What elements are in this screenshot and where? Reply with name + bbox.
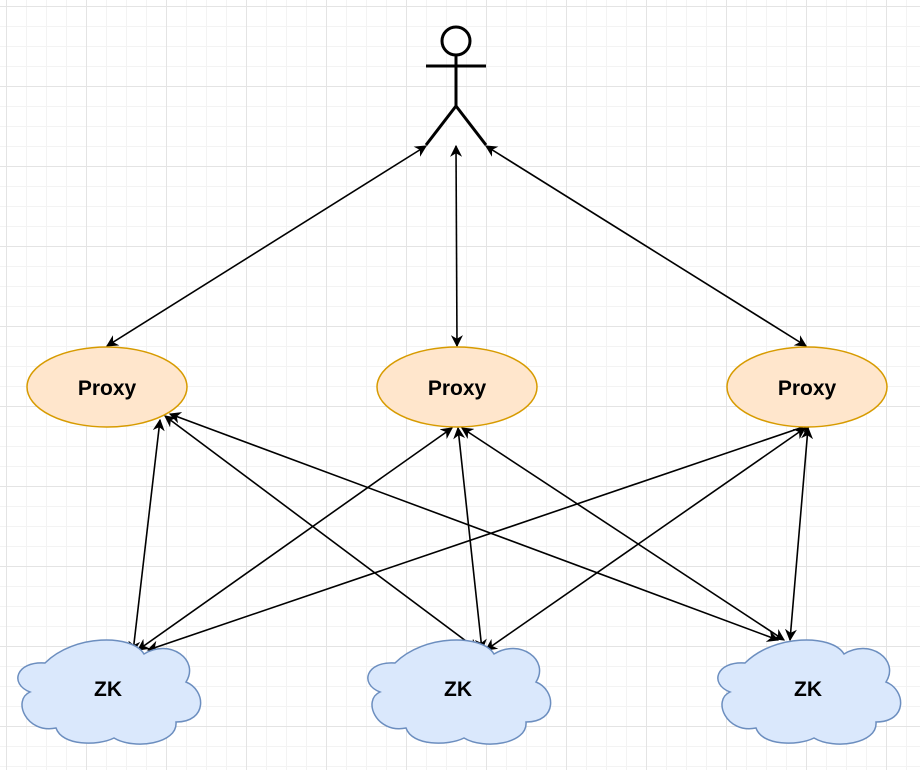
- bidirectional-connector[interactable]: [105, 145, 428, 347]
- bidirectional-connector[interactable]: [168, 412, 780, 642]
- bidirectional-connector[interactable]: [485, 427, 806, 651]
- proxy-label: Proxy: [778, 377, 837, 400]
- bidirectional-connector[interactable]: [128, 418, 165, 654]
- proxy-node[interactable]: Proxy: [726, 346, 888, 428]
- zk-cloud-node[interactable]: ZK: [367, 639, 552, 745]
- zk-cloud-node[interactable]: ZK: [717, 639, 902, 745]
- zk-label: ZK: [794, 678, 822, 701]
- zk-label: ZK: [444, 678, 472, 701]
- user-actor-icon[interactable]: [424, 25, 488, 146]
- zk-cloud-node[interactable]: ZK: [17, 639, 202, 745]
- bidirectional-connector[interactable]: [784, 426, 814, 642]
- bidirectional-connector[interactable]: [453, 426, 487, 652]
- proxy-node[interactable]: Proxy: [376, 346, 538, 428]
- bidirectional-connector[interactable]: [164, 415, 479, 651]
- bidirectional-connector[interactable]: [460, 427, 786, 641]
- proxy-label: Proxy: [78, 377, 137, 400]
- edges: [105, 144, 814, 654]
- bidirectional-connector[interactable]: [484, 145, 808, 347]
- proxy-label: Proxy: [428, 377, 487, 400]
- zk-label: ZK: [94, 678, 122, 701]
- proxy-node[interactable]: Proxy: [26, 346, 188, 428]
- bidirectional-connector[interactable]: [450, 144, 463, 348]
